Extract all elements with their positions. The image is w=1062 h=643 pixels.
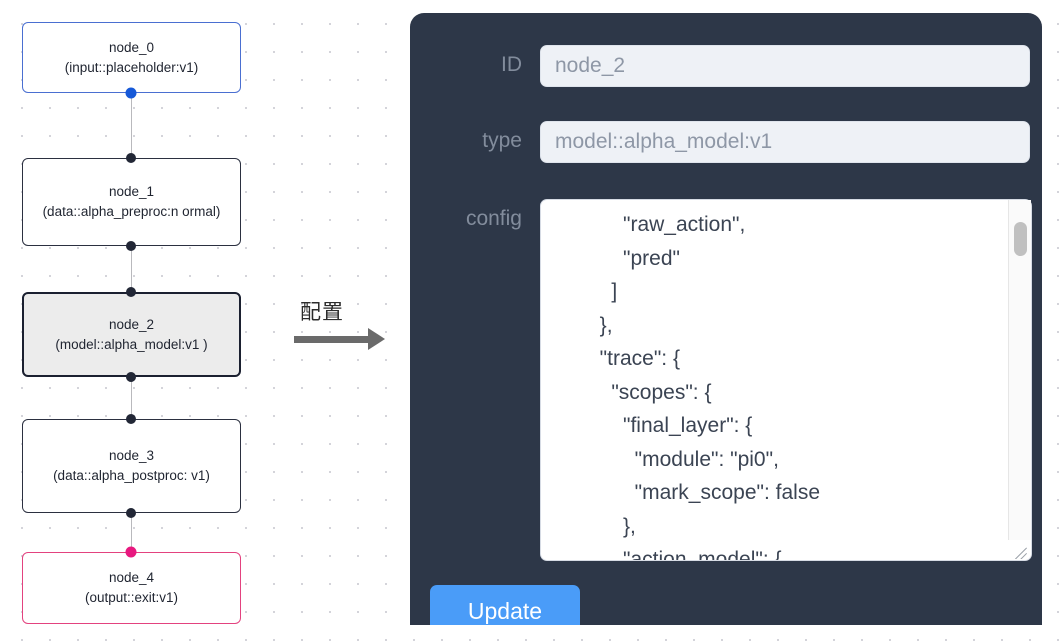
port-node_3-out[interactable] [126,508,136,518]
node-properties-panel: ID type config "raw_action", "pred" ] },… [410,13,1042,625]
port-node_1-in[interactable] [126,153,136,163]
node-id-label: node_3 [108,448,155,463]
config-scrollbar-thumb[interactable] [1014,222,1027,256]
node-type-label: (data::alpha_preproc:n ormal) [42,204,221,219]
port-node_3-in[interactable] [126,414,136,424]
config-field-label: config [465,207,522,230]
port-node_0-out[interactable] [125,87,137,99]
id-field-label: ID [501,53,522,76]
graph-node-node_2[interactable]: node_2 (model::alpha_model:v1 ) [22,292,241,377]
arrow-head-icon [368,328,385,350]
field-row-type: type [430,121,1030,163]
port-node_2-out[interactable] [126,372,136,382]
id-input[interactable] [540,45,1030,87]
port-node_4-in[interactable] [125,546,137,558]
type-field-label: type [482,129,522,152]
port-node_1-out[interactable] [126,241,136,251]
node-type-label: (output::exit:v1) [84,590,179,605]
field-row-config: config "raw_action", "pred" ] }, "trace"… [430,199,1032,561]
type-input[interactable] [540,121,1030,163]
node-id-label: node_1 [108,184,155,199]
node-id-label: node_0 [108,39,155,55]
field-row-id: ID [430,45,1030,87]
edge-node3-node4 [130,513,133,552]
annotation-caption: 配置 [300,300,344,324]
graph-node-node_1[interactable]: node_1 (data::alpha_preproc:n ormal) [22,158,241,246]
node-graph-canvas[interactable]: node_0 (input::placeholder:v1) node_1 (d… [0,0,400,643]
graph-node-node_3[interactable]: node_3 (data::alpha_postproc: v1) [22,419,241,513]
resize-grip-icon[interactable] [1012,541,1030,559]
port-node_2-in[interactable] [126,287,136,297]
config-scrollbar-track[interactable] [1008,200,1031,540]
annotation-arrow-group: 配置 [290,296,400,358]
graph-node-node_0[interactable]: node_0 (input::placeholder:v1) [22,22,241,93]
edge-node2-node3 [130,377,133,419]
edge-node1-node2 [130,246,133,292]
config-editor-wrapper: "raw_action", "pred" ] }, "trace": { "sc… [540,199,1032,561]
config-textarea[interactable]: "raw_action", "pred" ] }, "trace": { "sc… [540,199,1032,561]
node-type-label: (input::placeholder:v1) [64,59,199,75]
node-type-label: (data::alpha_postproc: v1) [53,468,210,483]
edge-node0-node1 [130,93,133,158]
node-type-label: (model::alpha_model:v1 ) [55,336,208,352]
arrow-right-icon [294,336,370,343]
node-id-label: node_2 [108,316,155,332]
update-button[interactable]: Update [430,585,580,625]
node-id-label: node_4 [108,570,155,585]
graph-node-node_4[interactable]: node_4 (output::exit:v1) [22,552,241,624]
